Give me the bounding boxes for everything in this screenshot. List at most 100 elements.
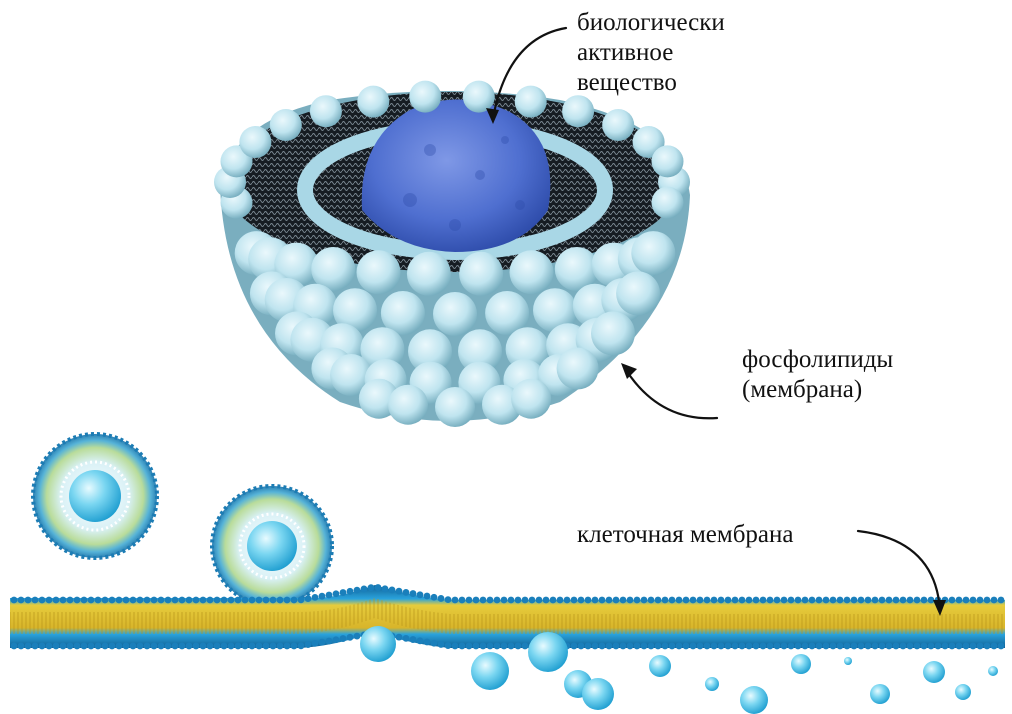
- membrane-head: [263, 643, 270, 650]
- membrane-head: [592, 643, 599, 650]
- phospholipid-head: [562, 95, 594, 127]
- membrane-head: [445, 642, 452, 649]
- membrane-head: [88, 597, 95, 604]
- membrane-head: [466, 643, 473, 650]
- membrane-head: [970, 643, 977, 650]
- membrane-head: [690, 643, 697, 650]
- membrane-head: [641, 643, 648, 650]
- membrane-head: [648, 643, 655, 650]
- membrane-head: [851, 597, 858, 604]
- membrane-head: [690, 597, 697, 604]
- membrane-head: [172, 643, 179, 650]
- membrane-head: [886, 643, 893, 650]
- membrane-head: [158, 597, 165, 604]
- membrane-head: [417, 591, 424, 598]
- membrane-head: [620, 643, 627, 650]
- membrane-head: [144, 597, 151, 604]
- phospholipid-head: [357, 86, 389, 118]
- phospholipid-head: [652, 187, 684, 219]
- membrane-head: [410, 636, 417, 643]
- active-substance-line-2: активное: [577, 38, 725, 68]
- membrane-head: [977, 597, 984, 604]
- membrane-head: [627, 643, 634, 650]
- membrane-head: [865, 643, 872, 650]
- membrane-head: [249, 597, 256, 604]
- membrane-head: [130, 643, 137, 650]
- membrane-head: [179, 597, 186, 604]
- membrane-head: [725, 597, 732, 604]
- phospholipid-head: [407, 252, 451, 296]
- membrane-head: [501, 643, 508, 650]
- membrane-head: [858, 597, 865, 604]
- phospholipids-label: фосфолипиды (мембрана): [742, 345, 893, 405]
- membrane-head: [368, 584, 375, 591]
- membrane-head: [340, 635, 347, 642]
- membrane-head: [893, 643, 900, 650]
- membrane-head: [634, 597, 641, 604]
- membrane-head: [487, 643, 494, 650]
- liposome-cutaway: [214, 81, 690, 427]
- membrane-head: [46, 597, 53, 604]
- membrane-head: [613, 597, 620, 604]
- membrane-head: [438, 595, 445, 602]
- phospholipid-head: [652, 145, 684, 177]
- phospholipid-head: [435, 387, 475, 427]
- membrane-head: [515, 643, 522, 650]
- phospholipid-head: [616, 271, 660, 315]
- membrane-head: [424, 593, 431, 600]
- phospholipid-head: [515, 86, 547, 118]
- membrane-head: [165, 643, 172, 650]
- membrane-head: [74, 597, 81, 604]
- membrane-head: [60, 643, 67, 650]
- membrane-head: [816, 643, 823, 650]
- membrane-head: [578, 597, 585, 604]
- phospholipid-head: [270, 109, 302, 141]
- membrane-head: [354, 587, 361, 594]
- membrane-head: [186, 643, 193, 650]
- cell-membrane: [10, 584, 1005, 649]
- membrane-head: [837, 597, 844, 604]
- membrane-head: [270, 643, 277, 650]
- membrane-head: [508, 597, 515, 604]
- membrane-head: [949, 597, 956, 604]
- membrane-head: [830, 643, 837, 650]
- membrane-head: [95, 597, 102, 604]
- membrane-head: [193, 597, 200, 604]
- membrane-head: [438, 641, 445, 648]
- membrane-head: [655, 643, 662, 650]
- phospholipid-head: [433, 292, 477, 336]
- membrane-head: [284, 597, 291, 604]
- membrane-head: [277, 597, 284, 604]
- membrane-head: [914, 643, 921, 650]
- membrane-head: [81, 643, 88, 650]
- membrane-head: [361, 586, 368, 593]
- membrane-head: [781, 597, 788, 604]
- membrane-head: [907, 597, 914, 604]
- membrane-head: [571, 597, 578, 604]
- membrane-head: [354, 633, 361, 640]
- membrane-head: [795, 643, 802, 650]
- membrane-head: [718, 597, 725, 604]
- membrane-head: [550, 597, 557, 604]
- membrane-head: [732, 597, 739, 604]
- membrane-head: [32, 597, 39, 604]
- membrane-head: [662, 643, 669, 650]
- membrane-head: [480, 597, 487, 604]
- membrane-head: [417, 637, 424, 644]
- membrane-head: [221, 643, 228, 650]
- membrane-head: [697, 597, 704, 604]
- membrane-head: [249, 643, 256, 650]
- membrane-head: [858, 643, 865, 650]
- membrane-head: [200, 643, 207, 650]
- membrane-head: [494, 597, 501, 604]
- membrane-head: [599, 597, 606, 604]
- membrane-head: [613, 643, 620, 650]
- membrane-head: [305, 641, 312, 648]
- membrane-head: [172, 597, 179, 604]
- membrane-head: [298, 596, 305, 603]
- membrane-head: [473, 643, 480, 650]
- membrane-head: [984, 643, 991, 650]
- membrane-head: [291, 597, 298, 604]
- membrane-head: [585, 643, 592, 650]
- membrane-head: [431, 594, 438, 601]
